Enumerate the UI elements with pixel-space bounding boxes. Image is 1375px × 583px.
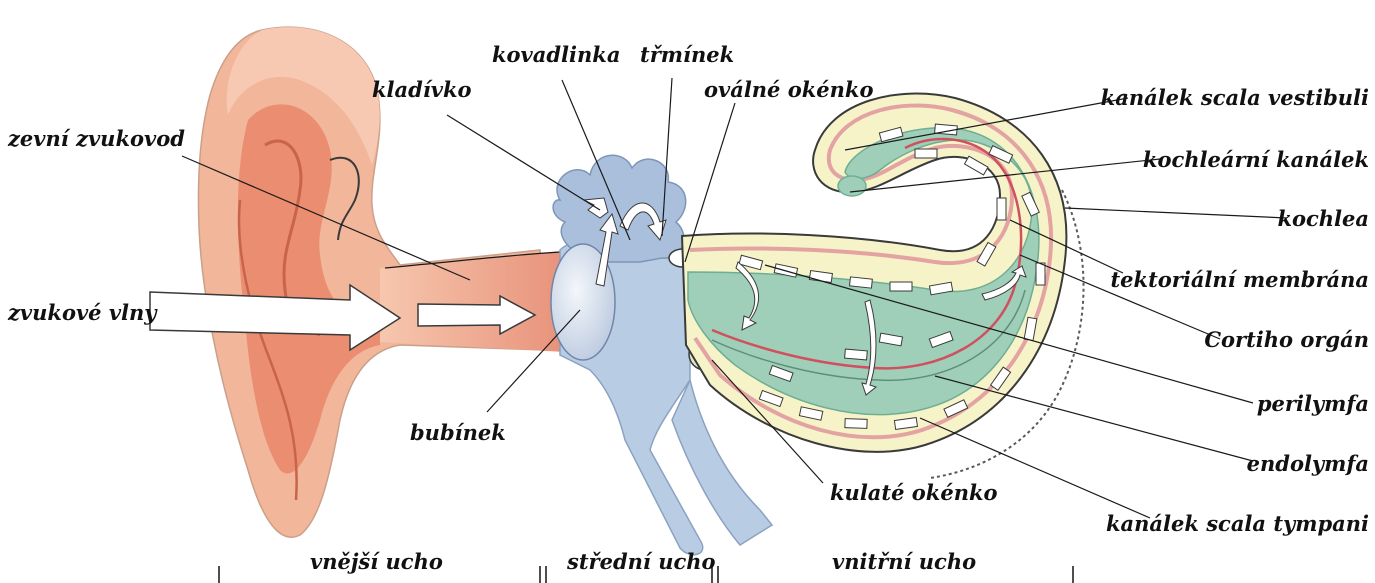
label-perilymfa: perilymfa bbox=[1257, 391, 1369, 416]
ear-canal bbox=[380, 252, 565, 352]
outer-ear bbox=[150, 27, 565, 537]
label-tektorialni-membrana: tektoriální membrána bbox=[1110, 267, 1369, 292]
label-kochlearni-kanalek: kochleární kanálek bbox=[1143, 147, 1369, 172]
label-zevni-zvukovod: zevní zvukovod bbox=[7, 126, 185, 151]
label-trminek: třmínek bbox=[640, 42, 734, 67]
label-kochlea: kochlea bbox=[1277, 206, 1369, 231]
section-outer-ear: vnější ucho bbox=[310, 549, 443, 574]
label-scala-vestibuli: kanálek scala vestibuli bbox=[1101, 85, 1369, 110]
label-endolymfa: endolymfa bbox=[1247, 451, 1369, 476]
cochlea bbox=[682, 94, 1084, 478]
label-kladivko: kladívko bbox=[372, 77, 472, 102]
label-kulate-okenko: kulaté okénko bbox=[830, 480, 998, 505]
helicotrema bbox=[838, 176, 866, 196]
section-middle-ear: střední ucho bbox=[566, 549, 716, 574]
label-bubinek: bubínek bbox=[410, 420, 506, 445]
label-cortiho-organ: Cortiho orgán bbox=[1204, 327, 1369, 352]
label-zvukove-vlny: zvukové vlny bbox=[7, 300, 158, 325]
section-inner-ear: vnitřní ucho bbox=[832, 549, 976, 574]
label-scala-tympani: kanálek scala tympani bbox=[1106, 511, 1369, 536]
label-ovalne-okenko: oválné okénko bbox=[704, 77, 873, 102]
label-kovadlinka: kovadlinka bbox=[492, 42, 620, 67]
